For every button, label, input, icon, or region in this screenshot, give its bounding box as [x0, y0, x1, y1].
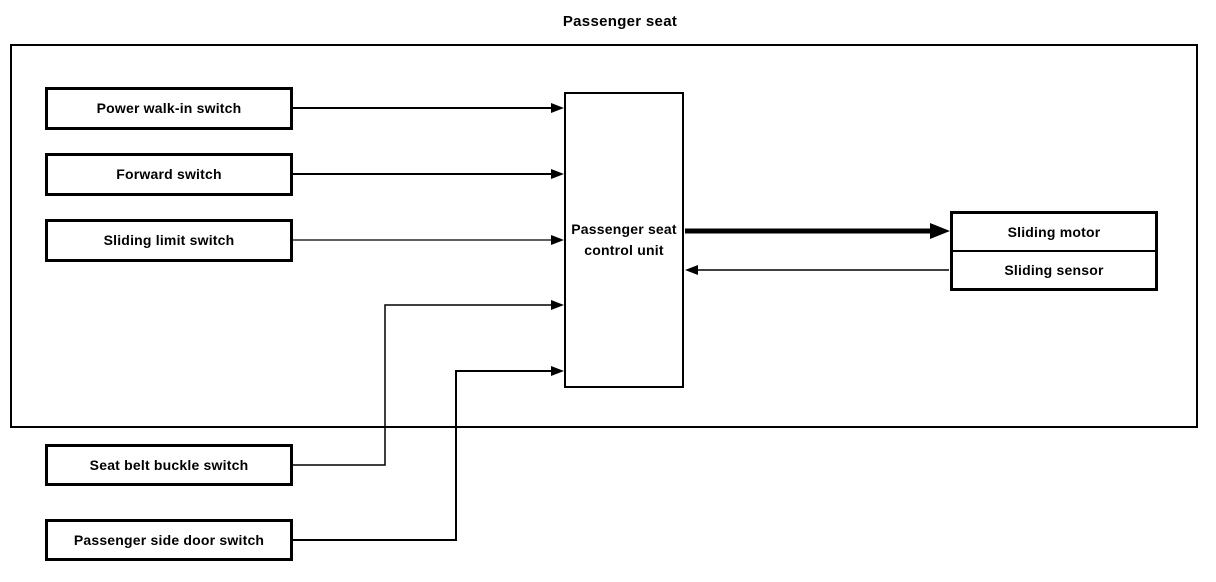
forward-switch-label: Forward switch: [116, 166, 222, 182]
sliding-sensor-label: Sliding sensor: [1004, 262, 1104, 278]
seat-belt-buckle-switch-label: Seat belt buckle switch: [89, 456, 249, 473]
passenger-side-door-switch-label: Passenger side door switch: [73, 531, 265, 548]
block-sliding-motor-sensor-stack: Sliding motor Sliding sensor: [950, 211, 1158, 291]
block-forward-switch: Forward switch: [45, 153, 293, 196]
diagram-title: Passenger seat: [562, 13, 678, 30]
block-passenger-seat-control-unit: Passenger seat control unit: [564, 92, 684, 388]
passenger-seat-boundary-box: [10, 44, 1198, 428]
block-sliding-sensor: Sliding sensor: [953, 250, 1155, 288]
power-walk-in-switch-label: Power walk-in switch: [96, 100, 242, 116]
sliding-limit-switch-label: Sliding limit switch: [103, 232, 235, 248]
block-sliding-motor: Sliding motor: [953, 214, 1155, 250]
sliding-motor-label: Sliding motor: [1007, 224, 1101, 240]
block-passenger-side-door-switch: Passenger side door switch: [45, 519, 293, 561]
block-sliding-limit-switch: Sliding limit switch: [45, 219, 293, 262]
passenger-seat-control-unit-label: Passenger seat control unit: [571, 221, 677, 258]
block-power-walk-in-switch: Power walk-in switch: [45, 87, 293, 130]
block-seat-belt-buckle-switch: Seat belt buckle switch: [45, 444, 293, 486]
